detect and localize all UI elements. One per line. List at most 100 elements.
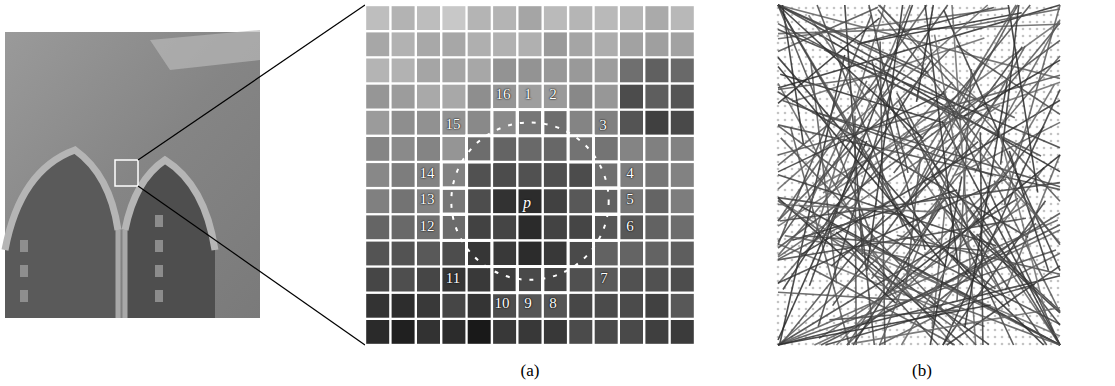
grid-dot bbox=[1043, 147, 1046, 150]
grid-dot bbox=[875, 119, 878, 122]
pixel-cell bbox=[544, 242, 567, 266]
pixel-cell bbox=[620, 189, 643, 213]
pixel-cell bbox=[392, 85, 415, 109]
pixel-cell bbox=[569, 294, 592, 318]
pixel-cell bbox=[442, 242, 465, 266]
grid-dot bbox=[784, 308, 787, 311]
grid-dot bbox=[1008, 273, 1011, 276]
grid-dot bbox=[777, 301, 780, 304]
pixel-cell bbox=[366, 85, 389, 109]
grid-dot bbox=[1036, 252, 1039, 255]
grid-dot bbox=[917, 56, 920, 59]
grid-dot bbox=[980, 7, 983, 10]
pixel-cell bbox=[645, 320, 668, 344]
pixel-cell bbox=[519, 59, 542, 83]
grid-dot bbox=[903, 56, 906, 59]
grid-dot bbox=[777, 294, 780, 297]
pixel-cell bbox=[544, 85, 567, 109]
grid-dot bbox=[994, 112, 997, 115]
grid-dot bbox=[791, 301, 794, 304]
grid-dot bbox=[798, 301, 801, 304]
grid-dot bbox=[959, 21, 962, 24]
pixel-cell bbox=[493, 6, 516, 30]
grid-dot bbox=[1057, 175, 1060, 178]
pixel-cell bbox=[417, 242, 440, 266]
grid-dot bbox=[805, 112, 808, 115]
pixel-cell bbox=[620, 85, 643, 109]
grid-dot bbox=[959, 63, 962, 66]
grid-dot bbox=[791, 196, 794, 199]
pixel-cell bbox=[366, 6, 389, 30]
grid-dot bbox=[889, 175, 892, 178]
grid-dot bbox=[966, 77, 969, 80]
grid-dot bbox=[1008, 42, 1011, 45]
grid-dot bbox=[1001, 210, 1004, 213]
pixel-cell bbox=[645, 59, 668, 83]
pixel-cell bbox=[392, 215, 415, 239]
grid-dot bbox=[903, 231, 906, 234]
grid-dot bbox=[875, 56, 878, 59]
grid-dot bbox=[791, 119, 794, 122]
grid-dot bbox=[819, 301, 822, 304]
grid-dot bbox=[784, 154, 787, 157]
grid-dot bbox=[805, 266, 808, 269]
grid-dot bbox=[1050, 266, 1053, 269]
grid-dot bbox=[924, 259, 927, 262]
grid-dot bbox=[973, 189, 976, 192]
grid-dot bbox=[868, 35, 871, 38]
grid-dot bbox=[805, 301, 808, 304]
pixel-cell bbox=[671, 189, 694, 213]
pixel-cell bbox=[519, 85, 542, 109]
circle-pixel bbox=[594, 214, 619, 240]
grid-dot bbox=[1057, 105, 1060, 108]
grid-dot bbox=[980, 49, 983, 52]
grid-dot bbox=[826, 56, 829, 59]
grid-dot bbox=[931, 84, 934, 87]
pixel-cell bbox=[366, 163, 389, 187]
pixel-cell bbox=[493, 320, 516, 344]
grid-dot bbox=[819, 287, 822, 290]
grid-dot bbox=[812, 287, 815, 290]
grid-dot bbox=[910, 42, 913, 45]
grid-dot bbox=[896, 105, 899, 108]
grid-dot bbox=[1029, 21, 1032, 24]
grid-dot bbox=[812, 182, 815, 185]
pixel-cell bbox=[519, 294, 542, 318]
grid-dot bbox=[1022, 28, 1025, 31]
pixel-cell bbox=[442, 189, 465, 213]
grid-dot bbox=[1015, 112, 1018, 115]
grid-dot bbox=[847, 280, 850, 283]
grid-dot bbox=[777, 105, 780, 108]
grid-dot bbox=[896, 231, 899, 234]
grid-dot bbox=[1022, 21, 1025, 24]
grid-dot bbox=[826, 35, 829, 38]
pixel-cell bbox=[544, 268, 567, 292]
grid-dot bbox=[854, 7, 857, 10]
pixel-cell bbox=[442, 320, 465, 344]
grid-dot bbox=[868, 189, 871, 192]
grid-dot bbox=[1057, 49, 1060, 52]
grid-dot bbox=[791, 21, 794, 24]
pixel-cell bbox=[417, 111, 440, 135]
grid-dot bbox=[812, 119, 815, 122]
circle-pixel bbox=[543, 110, 568, 136]
circle-pixel bbox=[594, 162, 619, 188]
pixel-cell bbox=[620, 137, 643, 161]
grid-dot bbox=[1036, 119, 1039, 122]
grid-dot bbox=[833, 126, 836, 129]
pixel-cell bbox=[468, 85, 491, 109]
pixel-cell bbox=[595, 85, 618, 109]
grid-dot bbox=[777, 273, 780, 276]
grid-dot bbox=[1043, 273, 1046, 276]
grid-dot bbox=[819, 210, 822, 213]
grid-ground bbox=[365, 5, 695, 345]
grid-dot bbox=[1057, 210, 1060, 213]
pixel-cell bbox=[417, 59, 440, 83]
grid-dot bbox=[917, 287, 920, 290]
grid-dot bbox=[1036, 245, 1039, 248]
grid-dot bbox=[938, 84, 941, 87]
grid-dot bbox=[798, 280, 801, 283]
grid-dot bbox=[854, 112, 857, 115]
grid-dot bbox=[826, 77, 829, 80]
pixel-cell bbox=[366, 242, 389, 266]
